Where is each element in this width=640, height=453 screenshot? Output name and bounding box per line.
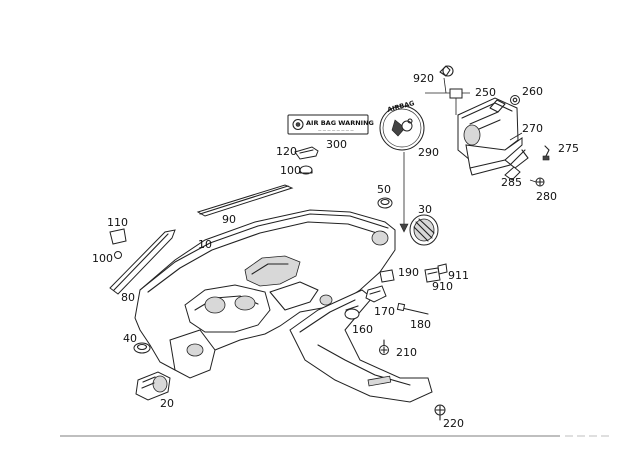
label-80: 80 [121,291,135,304]
label-40: 40 [123,332,137,345]
label-920: 920 [413,72,434,85]
part-290-airbag-sticker: AIRBAG [379,99,425,233]
label-10: 10 [198,238,212,251]
part-10-dashboard [134,209,433,403]
label-275: 275 [558,142,579,155]
label-285: 285 [501,176,522,189]
part-275-clip [542,145,550,161]
label-120: 120 [276,145,297,158]
part-920-connector [425,65,470,115]
part-270-bracket [465,132,529,176]
label-20: 20 [160,397,174,410]
part-190-switch [379,269,395,283]
label-220: 220 [443,417,464,430]
label-250: 250 [475,86,496,99]
part-285-clip [504,166,521,181]
label-100-lower: 100 [92,252,113,265]
part-210-screw [379,339,389,355]
label-30: 30 [418,203,432,216]
part-220-screw [434,404,446,421]
part-260-nut [510,95,520,105]
part-180-bolt [396,302,429,315]
part-300-warning-sticker: AIR BAG WARNING — — — — — — — — [287,114,374,135]
airbag-module-assembly [425,65,550,187]
label-100-upper: 100 [280,164,301,177]
label-160: 160 [352,323,373,336]
label-110: 110 [107,216,128,229]
part-80-side-strip [109,229,176,295]
warning-sticker-title: AIR BAG WARNING [306,119,374,127]
part-120-trim-clip [294,146,319,160]
label-210: 210 [396,346,417,359]
label-170: 170 [374,305,395,318]
label-910: 910 [432,280,453,293]
part-30-air-vent [409,214,439,246]
part-280-screw [529,177,545,187]
part-170-bracket [365,285,387,303]
label-180: 180 [410,318,431,331]
part-250-airbag-module [457,97,519,161]
label-270: 270 [522,122,543,135]
label-290: 290 [418,146,439,159]
part-910-connector [424,267,441,283]
part-50-cap [377,197,393,209]
label-190: 190 [398,266,419,279]
part-100-clip-lower [114,251,122,259]
part-160-knob [344,305,360,320]
part-90-defrost-strip [196,184,294,217]
part-911-lamp [437,263,448,275]
label-50: 50 [377,183,391,196]
part-40-grommet [133,342,151,354]
part-20-vent-unit [135,371,171,401]
part-110-cover [109,228,127,245]
part-100-clip-upper [299,165,313,175]
label-260: 260 [522,85,543,98]
label-90: 90 [222,213,236,226]
label-300: 300 [326,138,347,151]
part-number-labels: 920 250 260 270 275 285 280 300 290 120 … [92,72,579,430]
label-280: 280 [536,190,557,203]
label-911: 911 [448,269,469,282]
warning-sticker-subtitle: — — — — — — — — [318,128,354,132]
